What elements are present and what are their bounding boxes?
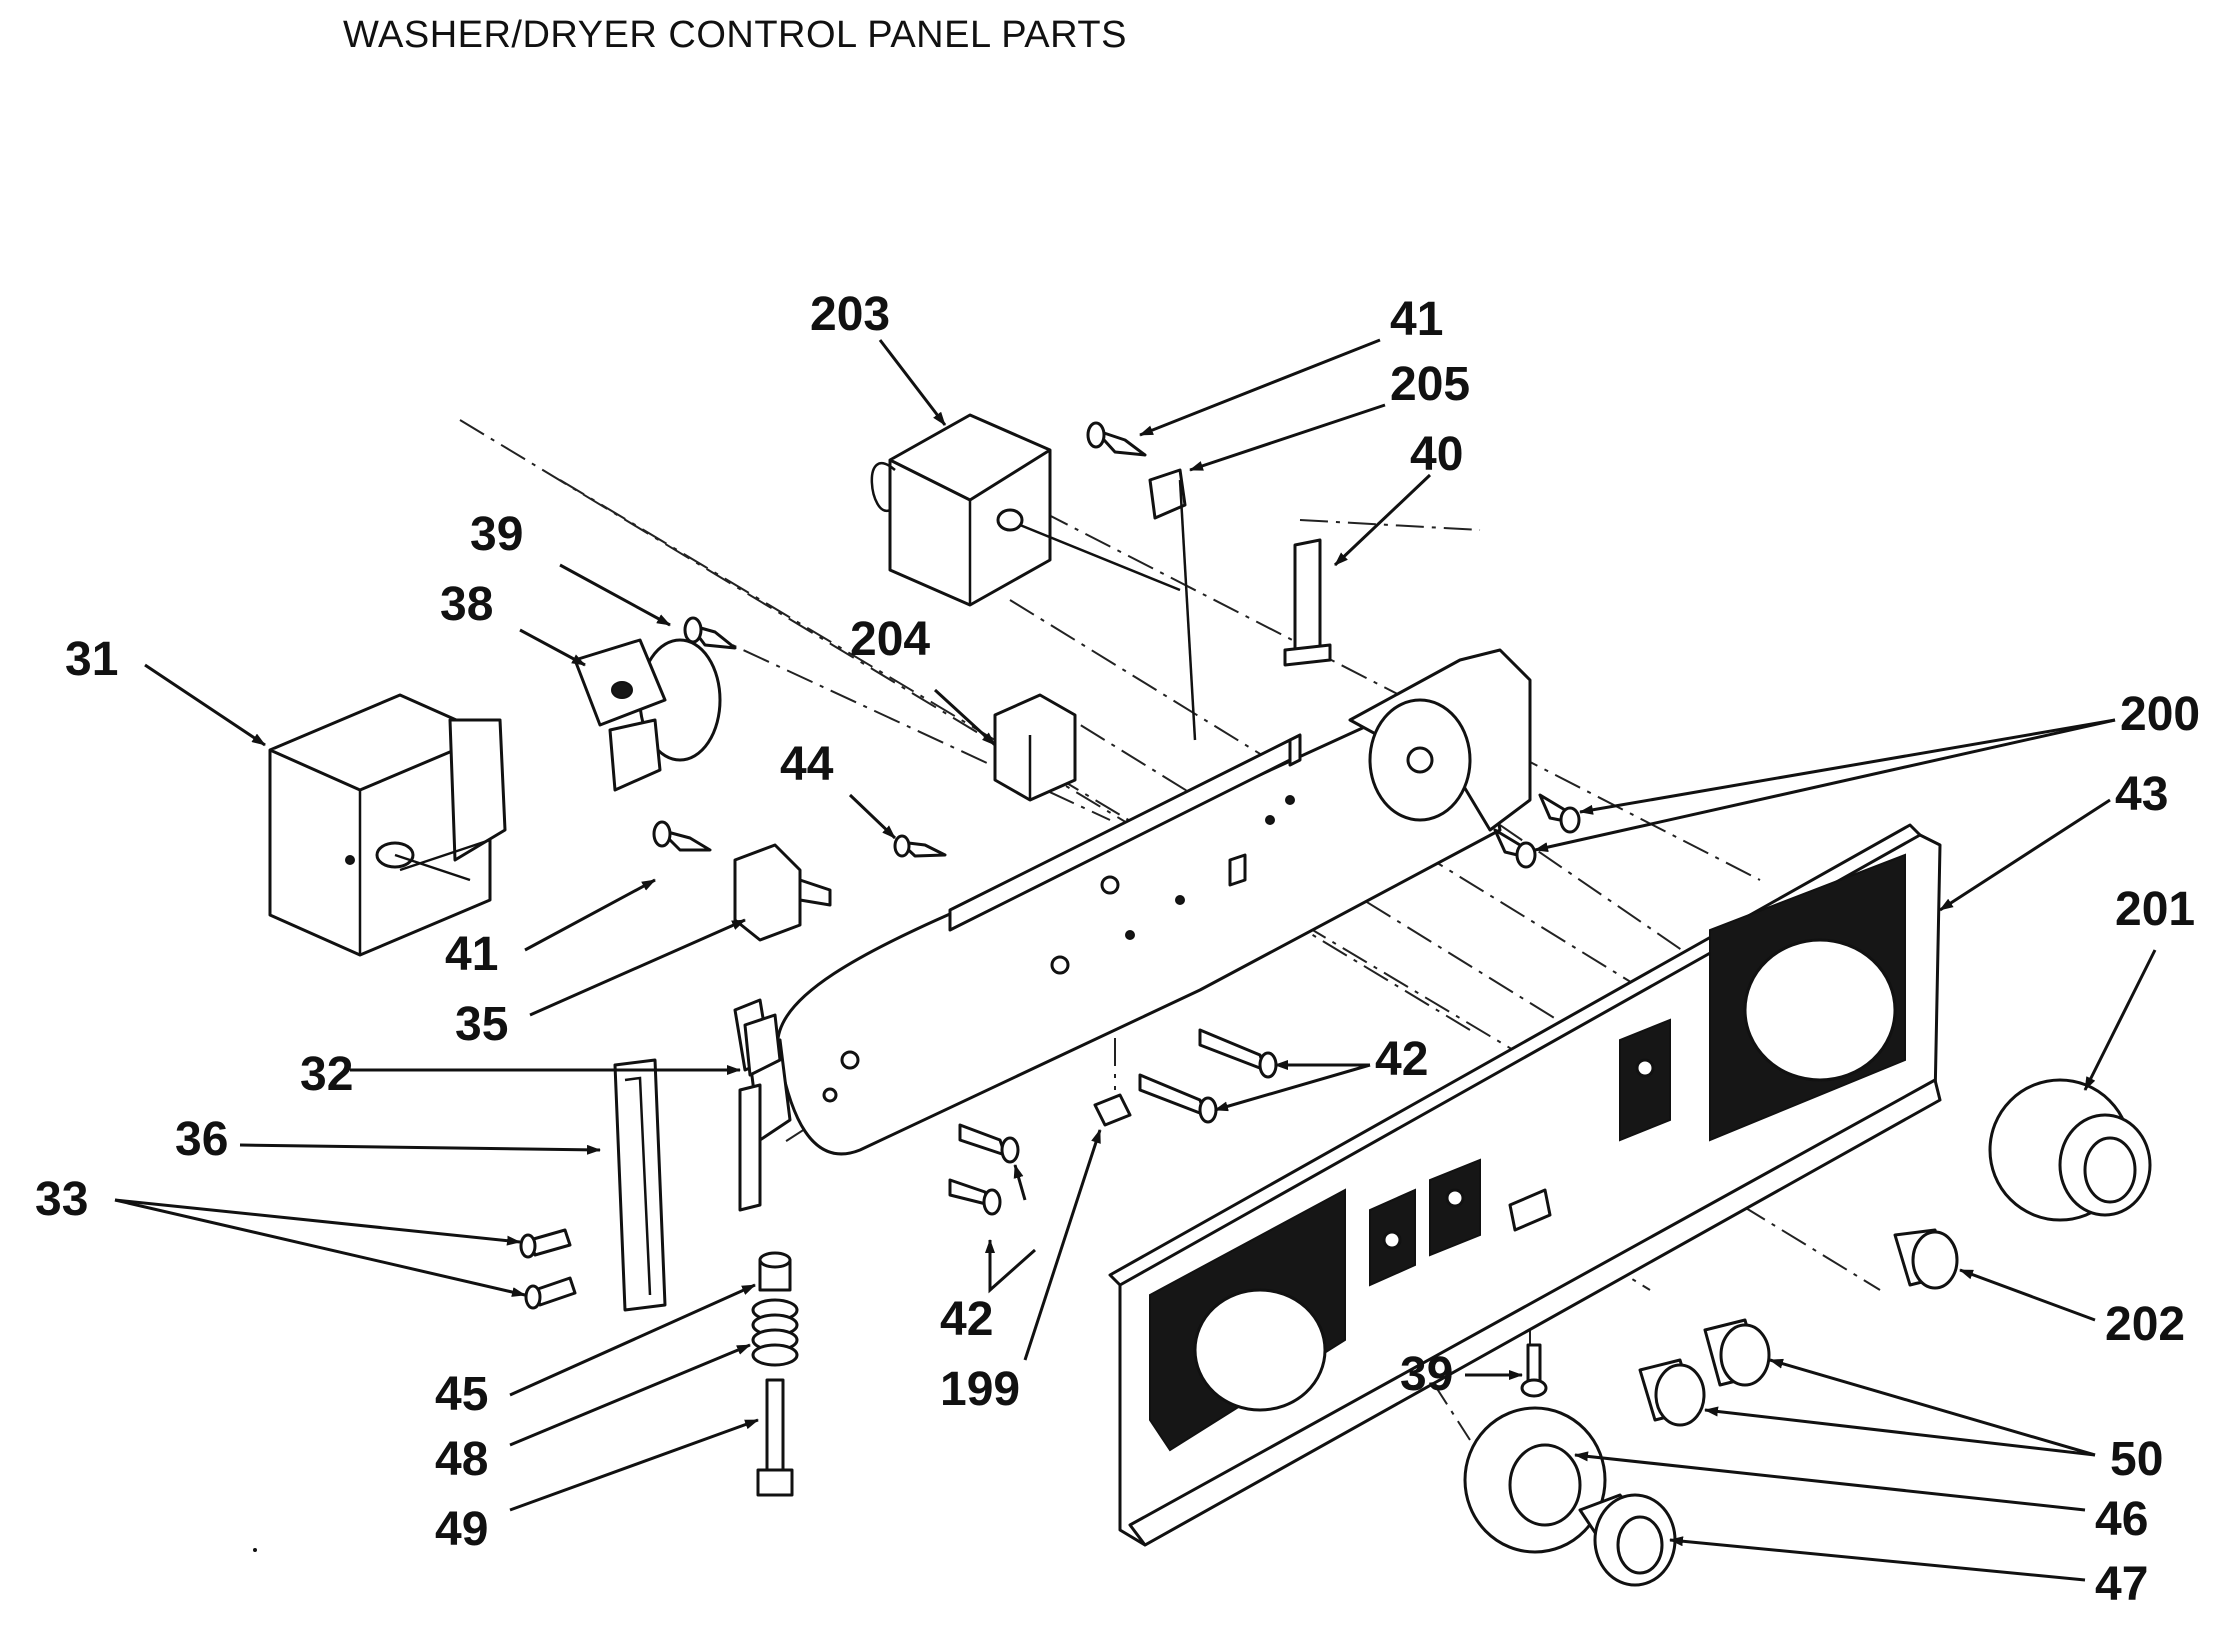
callout-44: 44 [780,738,834,791]
callout-36: 36 [175,1113,228,1166]
part-205-switch [1148,468,1197,741]
callout-40: 40 [1410,428,1463,481]
callout-38: 38 [440,578,493,631]
part-200-screws [1493,793,1581,869]
page-title: WASHER/DRYER CONTROL PANEL PARTS [343,14,1127,56]
part-42-screws [948,1028,1278,1216]
part-202-knob [1893,1228,1959,1290]
part-35-switch [733,843,832,942]
callout-33: 33 [35,1173,88,1226]
part-44-screw [893,834,947,858]
part-39-screw-top [683,616,737,650]
part-41-screw-top [1086,421,1147,457]
callout-41-top: 41 [1390,293,1443,346]
callout-202: 202 [2105,1298,2185,1351]
callout-41-left: 41 [445,928,498,981]
callout-32: 32 [300,1048,353,1101]
part-50-knobs [1638,1318,1771,1427]
part-49-bolt [756,1378,794,1497]
callout-201: 201 [2115,883,2195,936]
callout-50: 50 [2110,1433,2163,1486]
callout-45: 45 [435,1368,488,1421]
part-40-bracket [1283,538,1332,667]
part-199-clip [1093,1093,1132,1127]
callout-49: 49 [435,1503,488,1556]
callout-203: 203 [810,288,890,341]
callout-42-bottom: 42 [940,1293,993,1346]
part-38-switch [573,638,722,792]
callout-48: 48 [435,1433,488,1486]
callout-35: 35 [455,998,508,1051]
part-39-screw-bottom [1520,1343,1548,1398]
part-204-switch [993,693,1077,802]
callout-labels: 203 41 205 40 39 38 31 204 44 200 43 201… [35,288,2200,1611]
callout-47: 47 [2095,1558,2148,1611]
part-41-screw-left [652,820,712,852]
callout-204: 204 [850,613,930,666]
callout-31: 31 [65,633,118,686]
part-31-timer [268,693,507,957]
callout-199: 199 [940,1363,1020,1416]
callout-42-right: 42 [1375,1033,1428,1086]
part-32-bracket [738,1013,782,1212]
part-33-screws [519,1228,577,1310]
callout-200: 200 [2120,688,2200,741]
part-43-console-panel [1108,823,1942,1547]
part-48-spring [751,1298,799,1367]
callout-205: 205 [1390,358,1470,411]
callout-39-bottom: 39 [1400,1348,1453,1401]
callout-46: 46 [2095,1493,2148,1546]
part-36-bracket [613,1058,667,1312]
part-46-bezel [1463,1406,1607,1554]
leader-arrows [114,338,2157,1582]
part-201-knob [1988,1078,2152,1222]
part-203-switch-box [870,413,1181,607]
part-47-knob [1578,1493,1677,1587]
callout-39-top: 39 [470,508,523,561]
callout-43: 43 [2115,768,2168,821]
stray-dot [253,1548,257,1552]
part-45-bushing [758,1251,792,1292]
